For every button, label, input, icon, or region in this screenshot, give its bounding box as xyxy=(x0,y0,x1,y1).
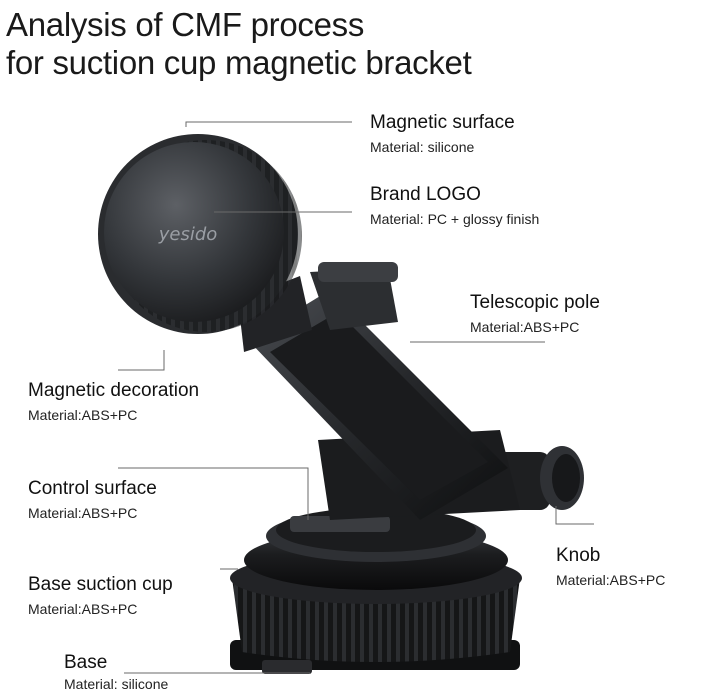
callout-base-suction-cup: Base suction cup Material:ABS+PC xyxy=(28,574,173,618)
callout-telescopic-pole: Telescopic pole Material:ABS+PC xyxy=(470,292,600,336)
callout-control-surface: Control surface Material:ABS+PC xyxy=(28,478,157,522)
callout-material: Material: silicone xyxy=(370,139,475,155)
callout-material: Material:ABS+PC xyxy=(28,505,138,521)
callout-material: Material:ABS+PC xyxy=(470,319,580,335)
telescopic-pole xyxy=(248,262,508,520)
callout-material: Material:ABS+PC xyxy=(28,601,138,617)
page-title: Analysis of CMF process for suction cup … xyxy=(6,6,472,82)
callout-name: Base suction cup xyxy=(28,574,173,595)
callout-name: Magnetic decoration xyxy=(28,380,200,401)
callout-name: Base xyxy=(64,652,108,673)
title-line-2: for suction cup magnetic bracket xyxy=(6,44,472,81)
callout-name: Knob xyxy=(556,545,601,566)
callout-name: Magnetic surface xyxy=(370,112,515,133)
callout-knob: Knob Material:ABS+PC xyxy=(556,545,665,589)
callout-magnetic-surface: Magnetic surface Material: silicone xyxy=(370,112,515,156)
base-suction-cup xyxy=(230,508,522,662)
callout-name: Control surface xyxy=(28,478,157,499)
callout-material: Material: PC + glossy finish xyxy=(370,211,540,227)
callout-name: Brand LOGO xyxy=(370,184,481,205)
magnetic-head: yesido xyxy=(98,134,302,334)
brand-logo: yesido xyxy=(158,224,218,245)
callout-material: Material:ABS+PC xyxy=(556,572,666,588)
callout-name: Telescopic pole xyxy=(470,292,600,313)
callout-base: Base Material: silicone xyxy=(64,652,168,693)
callout-material: Material:ABS+PC xyxy=(28,407,138,423)
title-line-1: Analysis of CMF process xyxy=(6,6,365,43)
callout-material: Material: silicone xyxy=(64,676,169,692)
callout-magnetic-decoration: Magnetic decoration Material:ABS+PC xyxy=(28,380,199,424)
callout-brand-logo: Brand LOGO Material: PC + glossy finish xyxy=(370,184,539,228)
